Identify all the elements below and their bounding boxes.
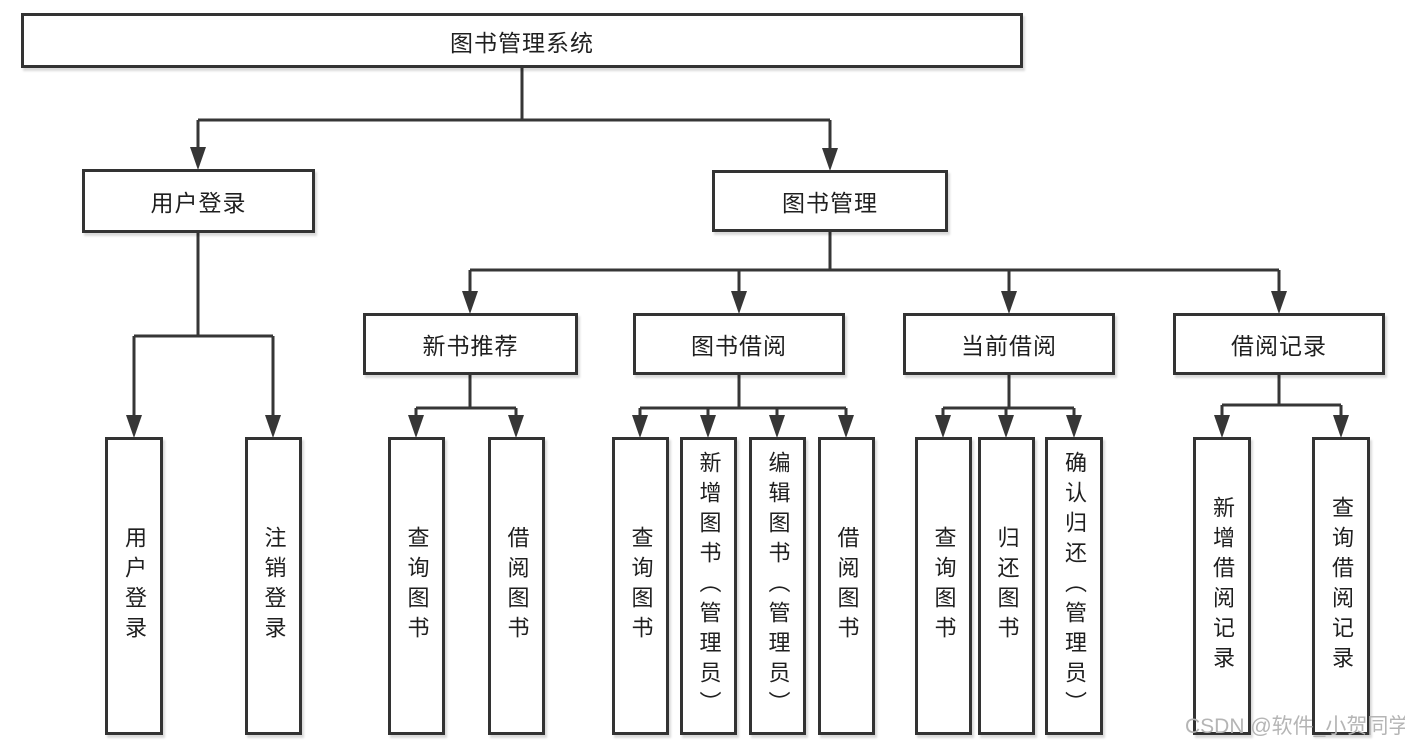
node-query-borrow-record-label: 查询借阅记录 (1329, 496, 1354, 676)
arrowhead (508, 415, 524, 438)
arrowhead (998, 415, 1014, 438)
node-borrow-books-recommend-label: 借阅图书 (504, 526, 530, 646)
watermark: CSDN @软件_小贺同学 (1185, 715, 1405, 738)
connector-book-borrow-branch (638, 375, 848, 416)
node-logout: 注销登录 (245, 437, 302, 735)
node-return-book-label: 归还图书 (994, 526, 1020, 646)
arrowhead (769, 415, 785, 438)
node-current-borrow: 当前借阅 (903, 313, 1115, 375)
arrowhead (1214, 415, 1230, 438)
node-borrow-records-label: 借阅记录 (1231, 333, 1327, 359)
node-query-books-borrow-label: 查询图书 (628, 526, 654, 646)
node-confirm-return-admin: 确认归还（管理员） (1045, 437, 1103, 735)
arrowhead (1001, 291, 1017, 314)
arrowhead (1271, 291, 1287, 314)
arrowhead (700, 415, 716, 438)
node-query-books-recommend-label: 查询图书 (404, 526, 430, 646)
arrowhead (462, 291, 478, 314)
node-return-book: 归还图书 (978, 437, 1035, 735)
arrowhead (265, 415, 281, 438)
node-current-borrow-label: 当前借阅 (961, 333, 1057, 359)
arrowhead (190, 147, 206, 170)
node-user-login: 用户登录 (82, 169, 315, 233)
node-query-borrow-record: 查询借阅记录 (1312, 437, 1370, 735)
arrowhead (1333, 415, 1349, 438)
arrowhead (1066, 415, 1082, 438)
node-add-borrow-record-label: 新增借阅记录 (1210, 496, 1235, 676)
node-new-book-recommend-label: 新书推荐 (422, 333, 519, 359)
node-edit-book-admin: 编辑图书（管理员） (749, 437, 806, 735)
arrowhead (632, 415, 648, 438)
node-edit-book-admin-label: 编辑图书（管理员） (765, 451, 791, 721)
arrowhead (822, 148, 838, 171)
arrowhead (126, 415, 142, 438)
arrowhead (408, 415, 424, 438)
arrowhead (731, 291, 747, 314)
connector-borrow-records-branch (1220, 375, 1343, 416)
connector-new-book-branch (414, 375, 518, 416)
connector-user-login-branch (132, 233, 275, 416)
connector-book-management-branch (468, 232, 1281, 292)
node-add-book-admin: 新增图书（管理员） (680, 437, 737, 735)
node-user-login-leaf-label: 用户登录 (122, 526, 147, 646)
node-library-system-label: 图书管理系统 (450, 29, 594, 56)
connector-root-branch (196, 68, 832, 151)
node-user-login-leaf: 用户登录 (105, 437, 163, 735)
node-logout-label: 注销登录 (261, 526, 287, 646)
node-query-books-current-label: 查询图书 (931, 526, 957, 646)
node-library-system: 图书管理系统 (21, 13, 1023, 68)
node-borrow-books-leaf-label: 借阅图书 (834, 526, 860, 646)
node-new-book-recommend: 新书推荐 (363, 313, 578, 375)
node-book-borrow-label: 图书借阅 (691, 333, 787, 359)
node-borrow-books-leaf: 借阅图书 (818, 437, 875, 735)
connector-current-borrow-branch (941, 375, 1076, 416)
node-borrow-records: 借阅记录 (1173, 313, 1385, 375)
node-book-borrow: 图书借阅 (633, 313, 845, 375)
node-query-books-recommend: 查询图书 (388, 437, 445, 735)
node-query-books-borrow: 查询图书 (612, 437, 669, 735)
arrowhead (935, 415, 951, 438)
node-borrow-books-recommend: 借阅图书 (488, 437, 545, 735)
node-user-login-label: 用户登录 (150, 190, 247, 216)
node-book-management-label: 图书管理 (782, 190, 878, 216)
node-query-books-current: 查询图书 (915, 437, 972, 735)
node-add-book-admin-label: 新增图书（管理员） (696, 451, 722, 721)
node-confirm-return-admin-label: 确认归还（管理员） (1062, 451, 1087, 721)
node-add-borrow-record: 新增借阅记录 (1193, 437, 1251, 735)
node-book-management: 图书管理 (712, 170, 948, 232)
arrowhead (838, 415, 854, 438)
